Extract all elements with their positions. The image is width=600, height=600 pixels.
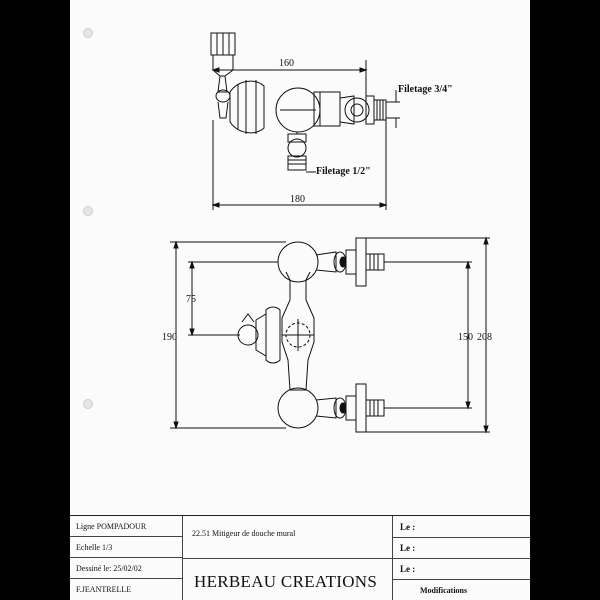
author-field: F.JEANTRELLE bbox=[76, 585, 132, 594]
label-thread-small: Filetage 1/2" bbox=[316, 166, 371, 177]
punch-hole bbox=[83, 399, 93, 409]
dim-190: 190 bbox=[162, 332, 177, 343]
upper-ball bbox=[277, 241, 319, 283]
modifications-label: Modifications bbox=[420, 586, 468, 595]
lower-rosace bbox=[355, 383, 367, 433]
thread-small bbox=[287, 155, 307, 171]
row-divider bbox=[182, 558, 392, 559]
le-field-1: Le : bbox=[400, 522, 416, 532]
dim-150: 150 bbox=[458, 332, 473, 343]
front-body bbox=[281, 271, 315, 391]
date-field: Dessiné le: 25/02/02 bbox=[70, 558, 182, 579]
cartridge-body bbox=[229, 80, 265, 134]
lower-thread bbox=[365, 399, 385, 417]
wall-nut bbox=[344, 97, 370, 123]
technical-drawing: 160 180 Filetage 3/4" Filetage 1/2" 190 … bbox=[70, 0, 530, 515]
title-block: Ligne POMPADOUR Echelle 1/3 Dessiné le: … bbox=[70, 515, 530, 600]
lower-ball bbox=[277, 387, 319, 429]
echelle-field: Echelle 1/3 bbox=[70, 537, 182, 558]
punch-hole bbox=[83, 206, 93, 216]
row-divider bbox=[392, 537, 530, 538]
punch-hole bbox=[83, 28, 93, 38]
le-field-2: Le : bbox=[400, 543, 416, 553]
product-description: 22.51 Mitigeur de douche mural bbox=[192, 529, 296, 538]
row-divider bbox=[392, 579, 530, 580]
company-name: HERBEAU CREATIONS bbox=[194, 572, 378, 591]
ligne-field: Ligne POMPADOUR bbox=[70, 516, 182, 537]
upper-rosace bbox=[355, 237, 367, 287]
row-divider bbox=[392, 558, 530, 559]
top-view bbox=[210, 32, 400, 210]
front-cartridge bbox=[265, 306, 281, 364]
dim-208: 208 bbox=[477, 332, 492, 343]
label-thread-large: Filetage 3/4" bbox=[398, 84, 453, 95]
front-view bbox=[170, 236, 490, 434]
upper-thread bbox=[365, 253, 385, 271]
dim-160: 160 bbox=[279, 58, 294, 69]
mixer-body bbox=[313, 91, 341, 127]
drawing-sheet: 160 180 Filetage 3/4" Filetage 1/2" 190 … bbox=[70, 0, 530, 600]
le-field-3: Le : bbox=[400, 564, 416, 574]
dim-180: 180 bbox=[290, 194, 305, 205]
dim-75: 75 bbox=[186, 294, 196, 305]
